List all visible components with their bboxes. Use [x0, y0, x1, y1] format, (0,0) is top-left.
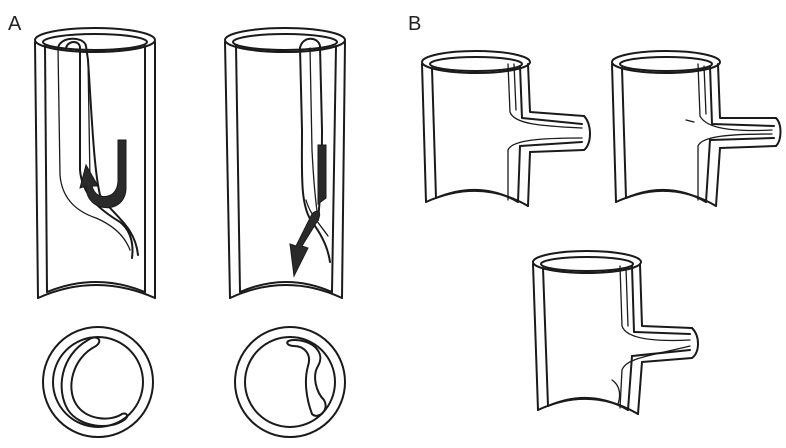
vessel-b2: [611, 50, 782, 207]
vessel-b3: [532, 250, 699, 415]
panel-a-label: A: [8, 13, 22, 35]
cross-section-a1: [42, 326, 154, 438]
vessel-a1: [34, 27, 156, 299]
arrow-down-icon: [289, 144, 327, 278]
arrow-up-icon: [79, 139, 127, 209]
vessel-b1: [421, 50, 591, 207]
cross-section-a2: [234, 326, 346, 438]
panel-b-label: B: [408, 13, 421, 35]
vessel-a2: [224, 27, 346, 299]
